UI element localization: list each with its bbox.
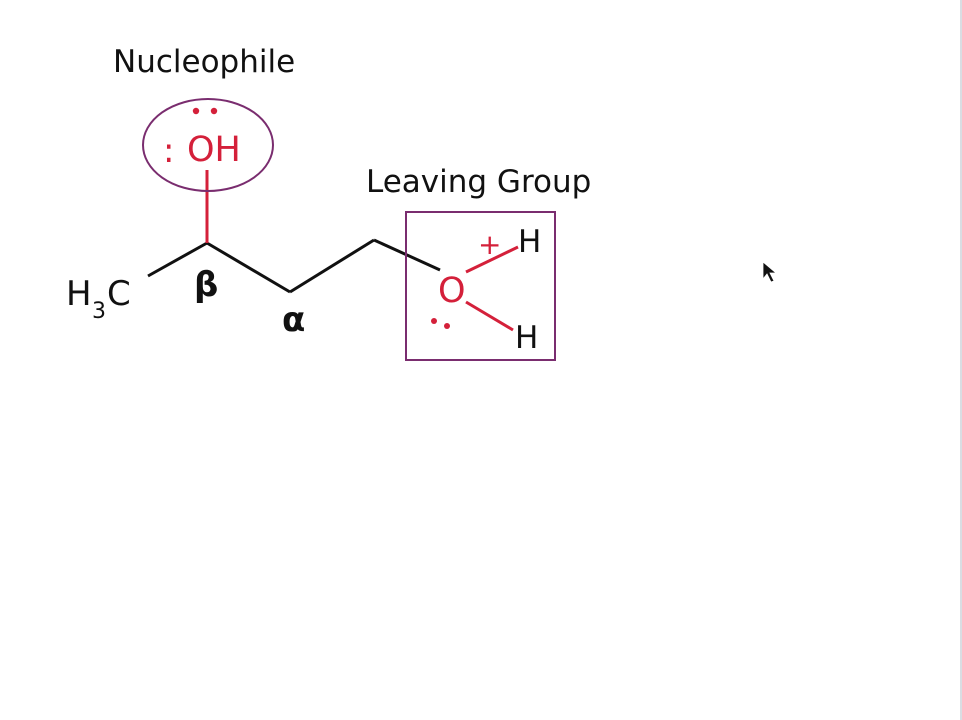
leaving-lone-pair-dot-2 [444,323,450,329]
right-edge-strip [960,0,962,720]
mouse-pointer-icon [762,261,778,283]
bond-oxygen-h-bottom [465,300,514,332]
nucleophile-label: Nucleophile [113,44,295,80]
leaving-h-top-text: H [518,224,541,260]
nucleophile-lone-pair-top-dot-2 [210,107,218,115]
methyl-h-text: H [66,274,92,314]
bond-alpha-chain [289,238,375,294]
leaving-oxygen-text: O [438,271,466,311]
methyl-subscript: 3 [92,299,106,324]
nucleophile-circle [142,98,274,192]
bond-oxygen-h-top [465,245,519,274]
bond-methyl-beta [147,241,208,278]
nucleophile-lone-pair-left: : [163,131,174,171]
nucleophile-lone-pair-top-dot-1 [192,107,200,115]
beta-carbon-label: β [194,265,218,305]
leaving-lone-pair-dot-1 [431,318,437,324]
leaving-group-label: Leaving Group [366,164,591,200]
leaving-charge-text: + [478,228,501,261]
alpha-carbon-label: α [282,300,305,340]
methyl-c-text: C [107,274,131,314]
leaving-h-bottom-text: H [515,320,538,356]
bond-beta-alpha [206,241,291,294]
leaving-group-box [405,211,556,361]
nucleophile-oh-text: OH [187,130,241,170]
